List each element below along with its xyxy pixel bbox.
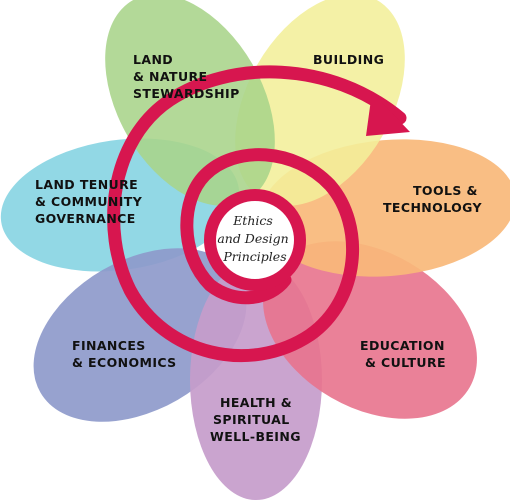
label-education-culture: EDUCATION & CULTURE <box>360 338 450 370</box>
center-disc <box>204 189 306 291</box>
label-building: BUILDING <box>313 52 384 67</box>
spiral-path <box>107 65 407 362</box>
label-finances-economics: FINANCES & ECONOMICS <box>72 338 177 370</box>
center-line-1: Ethics <box>232 213 273 228</box>
center-label: Ethics and Design Principles <box>217 213 292 264</box>
spiral <box>107 65 410 362</box>
label-tools-technology: TOOLS & TECHNOLOGY <box>383 183 483 215</box>
center-circle: Ethics and Design Principles <box>204 189 306 291</box>
label-health-wellbeing: HEALTH & SPIRITUAL WELL-BEING <box>210 395 301 444</box>
center-line-3: Principles <box>222 249 286 264</box>
label-land-tenure: LAND TENURE & COMMUNITY GOVERNANCE <box>35 177 147 226</box>
center-line-2: and Design <box>217 231 288 246</box>
petal-education-culture <box>263 241 477 419</box>
label-land-nature: LAND & NATURE STEWARDSHIP <box>133 52 240 101</box>
spiral-arrowhead <box>366 92 410 136</box>
petal-labels: LAND & NATURE STEWARDSHIP BUILDING TOOLS… <box>35 52 483 444</box>
